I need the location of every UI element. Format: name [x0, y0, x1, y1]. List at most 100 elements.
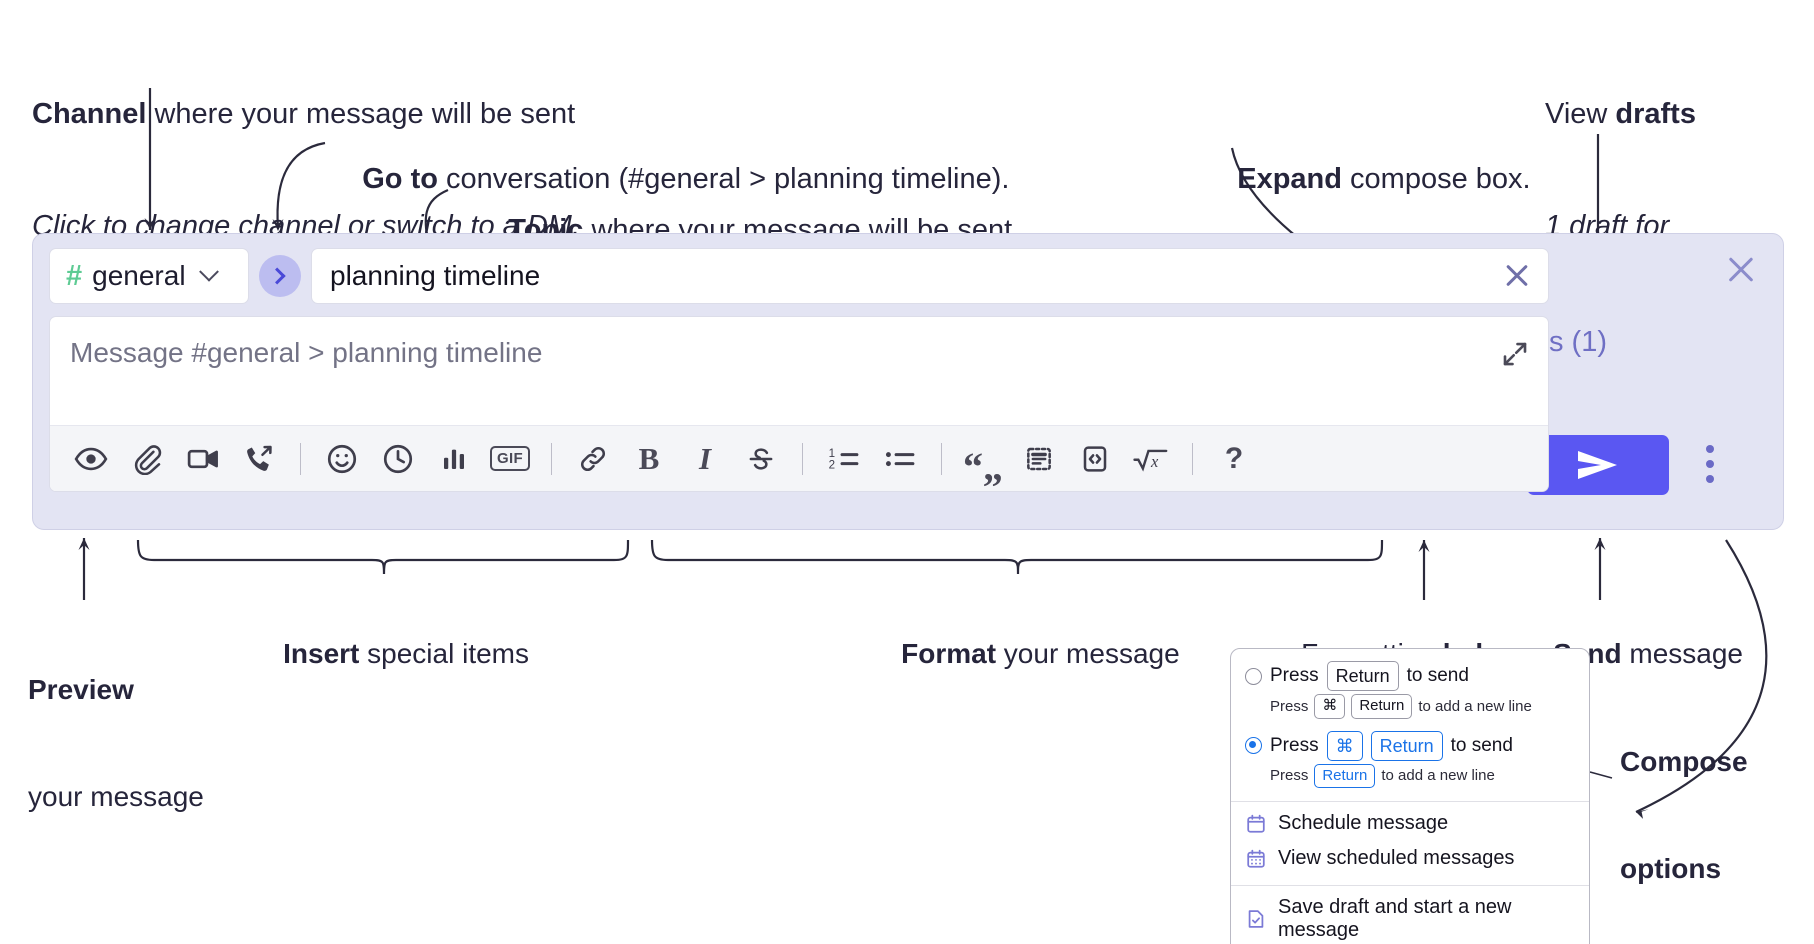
option-1-sub-pre: Press [1270, 697, 1309, 715]
radio-button-unselected[interactable] [1245, 667, 1262, 685]
formatting-toolbar: GIF B I [50, 425, 1548, 491]
topic-input[interactable]: planning timeline [311, 248, 1549, 304]
phone-forward-icon[interactable] [232, 434, 286, 484]
message-input[interactable]: Message #general > planning timeline [50, 317, 1548, 425]
key-return: Return [1314, 763, 1376, 789]
annotation-compose-options: Compose options menu [1620, 672, 1748, 944]
calendar-grid-icon [1247, 849, 1265, 868]
preview-icon[interactable] [64, 434, 118, 484]
send-button[interactable] [1527, 435, 1669, 495]
overflow-dot-2 [1706, 460, 1714, 468]
annotation-insert: Insert special items [252, 600, 529, 707]
annotation-send-rest: message [1621, 637, 1743, 669]
option-1-sub-post: to add a new line [1418, 697, 1532, 715]
bold-icon[interactable]: B [622, 434, 676, 484]
goto-conversation-button[interactable] [259, 255, 301, 297]
code-block-icon[interactable] [1012, 434, 1066, 484]
annotation-compose-options-2: options [1620, 853, 1722, 885]
annotation-preview-bold: Preview [28, 673, 134, 705]
overflow-dot-3 [1706, 475, 1714, 483]
annotation-channel-bold: Channel [32, 98, 147, 131]
help-glyph: ? [1224, 441, 1244, 475]
send-option-return-hint: Press ⌘ Return to add a new line [1231, 691, 1589, 722]
option-2-sub-post: to add a new line [1381, 767, 1495, 785]
toolbar-separator [300, 442, 301, 475]
gif-icon[interactable]: GIF [483, 434, 537, 484]
annotation-goto: Go to conversation (#general > planning … [330, 124, 1009, 235]
chevron-down-icon [198, 261, 219, 282]
bar-chart-icon[interactable] [427, 434, 481, 484]
overflow-dot-1 [1706, 445, 1714, 453]
svg-text:x: x [1150, 452, 1159, 471]
chevron-right-icon [268, 267, 286, 285]
annotation-goto-bold: Go to [362, 163, 438, 196]
gif-label: GIF [490, 446, 530, 471]
menu-item-label: Schedule message [1278, 812, 1449, 835]
menu-item-save-draft[interactable]: Save draft and start a new message [1231, 890, 1589, 944]
toolbar-separator [941, 442, 942, 475]
close-icon[interactable] [1723, 252, 1759, 288]
attachment-icon[interactable] [120, 434, 174, 484]
annotation-drafts-bold: drafts [1615, 98, 1696, 131]
video-camera-icon[interactable] [176, 434, 230, 484]
annotation-insert-rest: special items [359, 637, 529, 669]
annotation-format-rest: your message [996, 637, 1180, 669]
toolbar-separator [1192, 442, 1193, 475]
send-option-return[interactable]: Press Return to send [1231, 659, 1589, 692]
link-icon[interactable] [566, 434, 620, 484]
emoji-icon[interactable] [315, 434, 369, 484]
hash-icon: # [66, 259, 83, 292]
bulleted-list-icon[interactable] [873, 434, 927, 484]
annotation-preview-rest: your message [28, 781, 204, 813]
svg-text:1: 1 [829, 448, 835, 460]
blockquote-icon[interactable]: “„ [963, 443, 1003, 489]
ordered-list-icon[interactable]: 1 2 [817, 434, 871, 484]
send-option-cmd-return-hint: Press Return to add a new line [1231, 761, 1589, 792]
menu-divider [1231, 885, 1589, 887]
compose-panel: Drafts (1) # general [32, 233, 1784, 530]
svg-text:2: 2 [829, 459, 835, 471]
option-1-pre: Press [1270, 665, 1319, 687]
toolbar-separator [551, 442, 552, 475]
compose-options-menu: Press Return to send Press ⌘ Return to a… [1230, 648, 1590, 944]
annotation-compose-options-1: Compose [1620, 745, 1748, 777]
annotation-goto-rest: conversation (#general > planning timeli… [437, 163, 1010, 196]
annotation-preview: Preview your message [28, 600, 204, 887]
annotation-format-bold: Format [901, 637, 997, 669]
clock-icon[interactable] [371, 434, 425, 484]
radio-button-selected[interactable] [1245, 737, 1262, 755]
menu-item-view-scheduled-messages[interactable]: View scheduled messages [1231, 841, 1589, 876]
math-icon[interactable]: x [1124, 434, 1178, 484]
send-option-cmd-return[interactable]: Press ⌘ Return to send [1231, 729, 1589, 761]
send-paper-plane-icon [1578, 451, 1617, 479]
key-return: Return [1351, 694, 1413, 719]
inline-code-icon[interactable] [1068, 434, 1122, 484]
annotation-expand-bold: Expand [1237, 163, 1342, 196]
annotation-expand-rest: compose box. [1341, 163, 1531, 196]
strikethrough-icon[interactable] [734, 434, 788, 484]
annotation-insert-bold: Insert [283, 637, 360, 669]
message-placeholder: Message #general > planning timeline [70, 337, 543, 368]
expand-icon[interactable] [1500, 339, 1530, 369]
menu-item-schedule-message[interactable]: Schedule message [1231, 806, 1589, 841]
menu-divider [1231, 801, 1589, 803]
italic-glyph: I [698, 440, 712, 476]
key-return: Return [1326, 661, 1399, 692]
key-command: ⌘ [1326, 730, 1363, 761]
key-return: Return [1370, 730, 1443, 761]
italic-icon[interactable]: I [678, 434, 732, 484]
clear-topic-icon[interactable] [1500, 259, 1534, 293]
key-command: ⌘ [1314, 694, 1346, 719]
compose-options-button[interactable] [1699, 442, 1721, 486]
option-2-pre: Press [1270, 734, 1319, 756]
bold-glyph: B [638, 440, 660, 476]
option-2-sub-pre: Press [1270, 767, 1309, 785]
compose-header-row: # general planning timeline [49, 248, 1549, 304]
save-draft-icon [1248, 910, 1264, 928]
message-box: Message #general > planning timeline [49, 316, 1549, 492]
channel-selector[interactable]: # general [49, 248, 249, 304]
help-icon[interactable]: ? [1207, 434, 1261, 484]
menu-item-label: Save draft and start a new message [1278, 896, 1512, 942]
annotation-channel-rest: where your message will be sent [146, 98, 576, 131]
